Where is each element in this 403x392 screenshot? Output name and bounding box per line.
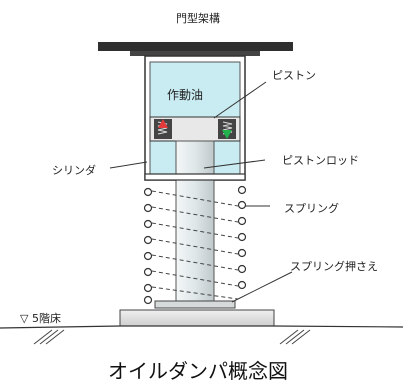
frame-beam bbox=[98, 42, 293, 51]
down-arrow-icon bbox=[222, 130, 232, 139]
frame-plate bbox=[130, 51, 260, 56]
piston-label: ピストン bbox=[272, 69, 316, 82]
spring-retainer-label: スプリング押さえ bbox=[290, 259, 378, 273]
frame-label: 門型架構 bbox=[176, 11, 220, 25]
spring-coils bbox=[143, 185, 247, 305]
up-arrow-icon bbox=[158, 119, 168, 128]
floor-label: ▽ 5階床 bbox=[20, 311, 61, 325]
piston-rod bbox=[175, 140, 215, 306]
rod-label: ピストンロッド bbox=[282, 154, 359, 167]
base-plate bbox=[119, 309, 275, 327]
valve-spring-right bbox=[222, 121, 233, 135]
ground-hatch bbox=[33, 329, 311, 345]
floor-line bbox=[0, 325, 403, 329]
leader-lines bbox=[109, 81, 293, 303]
oil-label: 作動油 bbox=[167, 88, 203, 102]
caption: オイルダンパ概念図 bbox=[108, 359, 288, 383]
cylinder-bottom bbox=[144, 173, 246, 181]
cylinder-label: シリンダ bbox=[52, 163, 96, 177]
spring-coil-lines bbox=[151, 190, 239, 300]
spring-label: スプリング bbox=[284, 201, 339, 215]
spring-retainer bbox=[154, 300, 236, 309]
